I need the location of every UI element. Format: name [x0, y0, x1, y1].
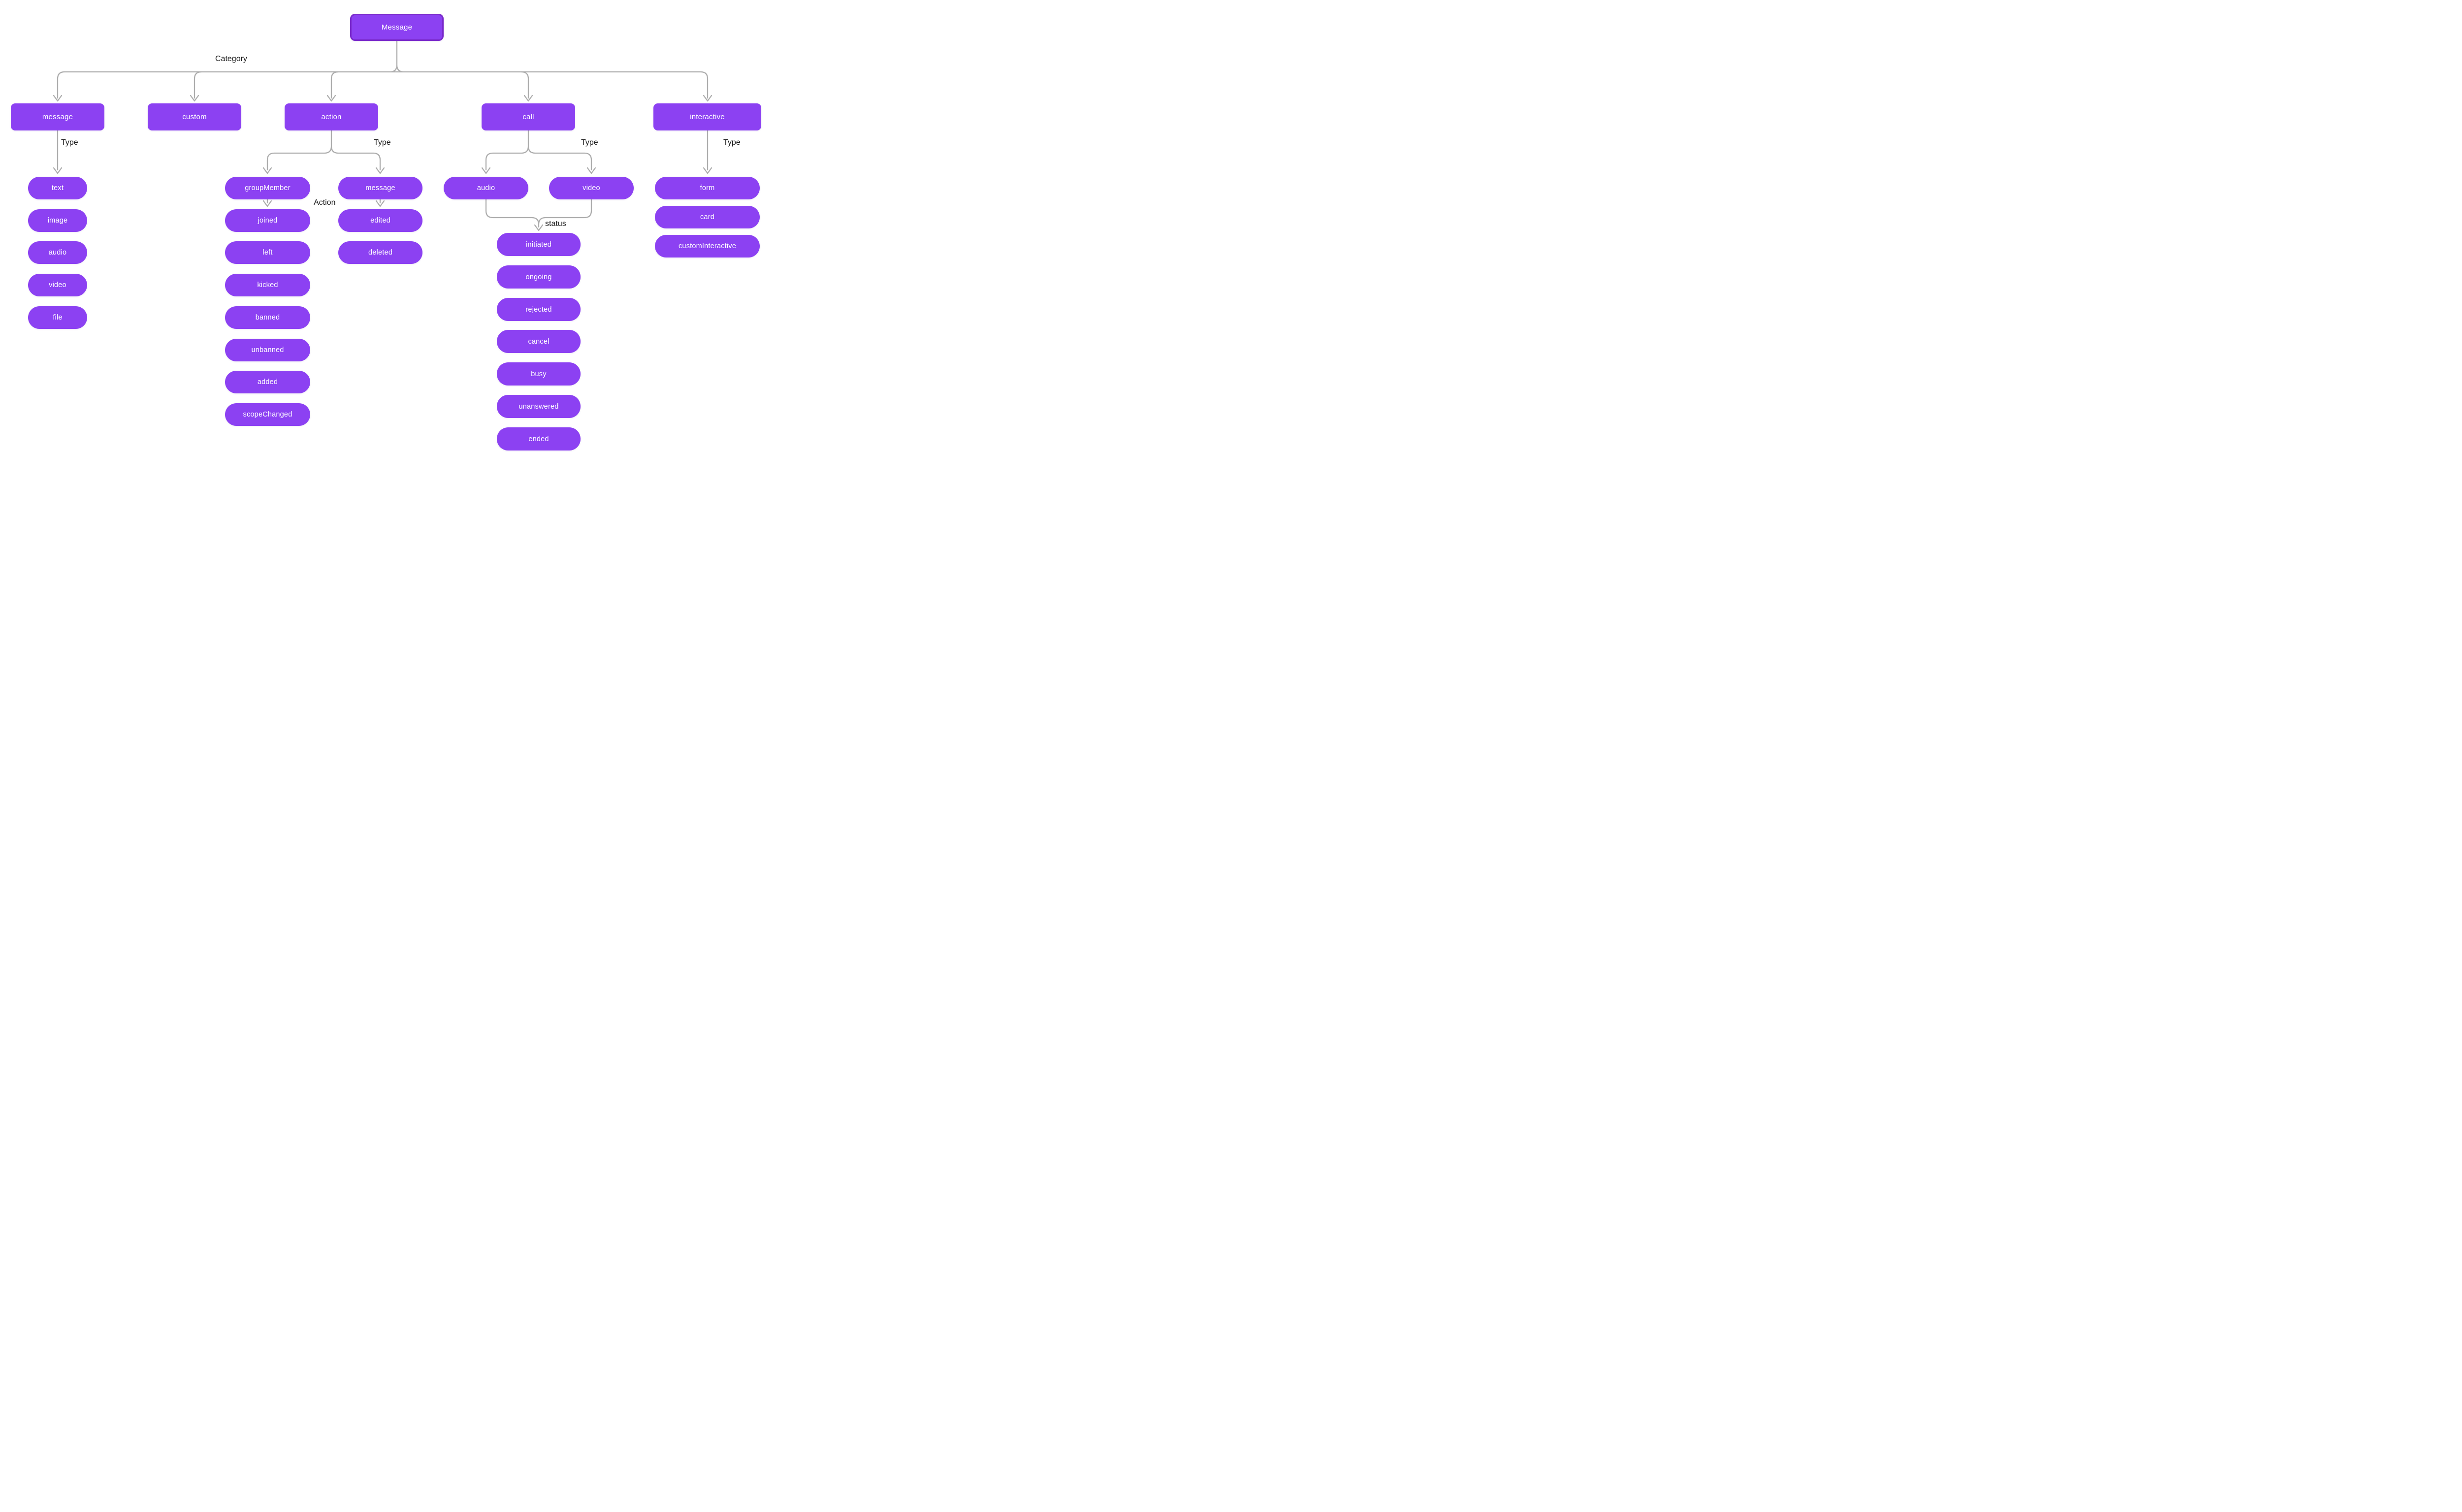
node-action-joined: joined: [225, 209, 310, 232]
arrowhead-message: [53, 95, 63, 102]
node-type-groupmember: groupMember: [225, 177, 310, 199]
connector-drop-action: [330, 71, 339, 99]
connector-rail-end-message: [57, 71, 65, 99]
node-action-unbanned: unbanned: [225, 339, 310, 361]
arrowhead-form: [703, 167, 713, 174]
edge-label-category: Category: [215, 55, 247, 63]
edge-label-type-message: Type: [61, 138, 78, 147]
connector-action-split: [266, 129, 381, 171]
edge-label-type-interactive: Type: [723, 138, 741, 147]
node-action-edited: edited: [338, 209, 422, 232]
node-type-audio: audio: [28, 241, 87, 264]
connector-drop-call: [520, 71, 529, 99]
connector-call-status-merge: [485, 198, 592, 228]
node-category-message: message: [11, 103, 104, 130]
node-status-initiated: initiated: [497, 233, 581, 256]
edge-label-action: Action: [314, 198, 336, 207]
node-root-message: Message: [350, 14, 444, 41]
arrowhead-action-message: [375, 167, 385, 174]
arrowhead-initiated: [534, 224, 544, 231]
edge-label-type-action: Type: [374, 138, 391, 147]
node-action-deleted: deleted: [338, 241, 422, 264]
node-type-video: video: [28, 274, 87, 296]
arrowhead-audio: [481, 167, 491, 174]
node-call-audio: audio: [444, 177, 528, 199]
node-type-image: image: [28, 209, 87, 232]
node-action-added: added: [225, 371, 310, 393]
node-status-rejected: rejected: [497, 298, 581, 321]
arrowhead-groupmember: [262, 167, 272, 174]
connector-call-split: [485, 129, 592, 171]
connector-layer: [53, 40, 713, 231]
node-status-ended: ended: [497, 427, 581, 450]
node-status-cancel: cancel: [497, 330, 581, 353]
node-category-custom: custom: [148, 103, 241, 130]
connector-rail-end-interactive: [700, 71, 709, 99]
node-status-ongoing: ongoing: [497, 265, 581, 289]
node-action-left: left: [225, 241, 310, 264]
node-type-text: text: [28, 177, 87, 199]
node-action-banned: banned: [225, 306, 310, 329]
node-category-call: call: [482, 103, 575, 130]
node-action-kicked: kicked: [225, 274, 310, 296]
arrowhead-edited: [375, 200, 385, 207]
diagram-canvas: Message message custom action call inter…: [0, 0, 772, 464]
arrowhead-interactive: [703, 95, 713, 102]
node-action-scopechanged: scopeChanged: [225, 403, 310, 426]
arrowhead-joined: [262, 200, 272, 207]
node-category-interactive: interactive: [653, 103, 761, 130]
arrowhead-text: [53, 167, 63, 174]
arrowhead-action: [326, 95, 336, 102]
edge-label-type-call: Type: [581, 138, 598, 147]
arrowhead-call: [523, 95, 533, 102]
node-status-busy: busy: [497, 362, 581, 386]
node-category-action: action: [285, 103, 378, 130]
edge-label-status: status: [545, 220, 566, 228]
node-call-video: video: [549, 177, 634, 199]
node-type-file: file: [28, 306, 87, 329]
arrowhead-custom: [190, 95, 199, 102]
connector-drop-custom: [194, 71, 202, 99]
node-status-unanswered: unanswered: [497, 395, 581, 418]
connector-trunk: [64, 40, 702, 73]
node-type-message: message: [338, 177, 422, 199]
node-interactive-custominteractive: customInteractive: [655, 235, 760, 257]
arrowhead-video: [586, 167, 596, 174]
node-interactive-form: form: [655, 177, 760, 199]
node-interactive-card: card: [655, 206, 760, 228]
